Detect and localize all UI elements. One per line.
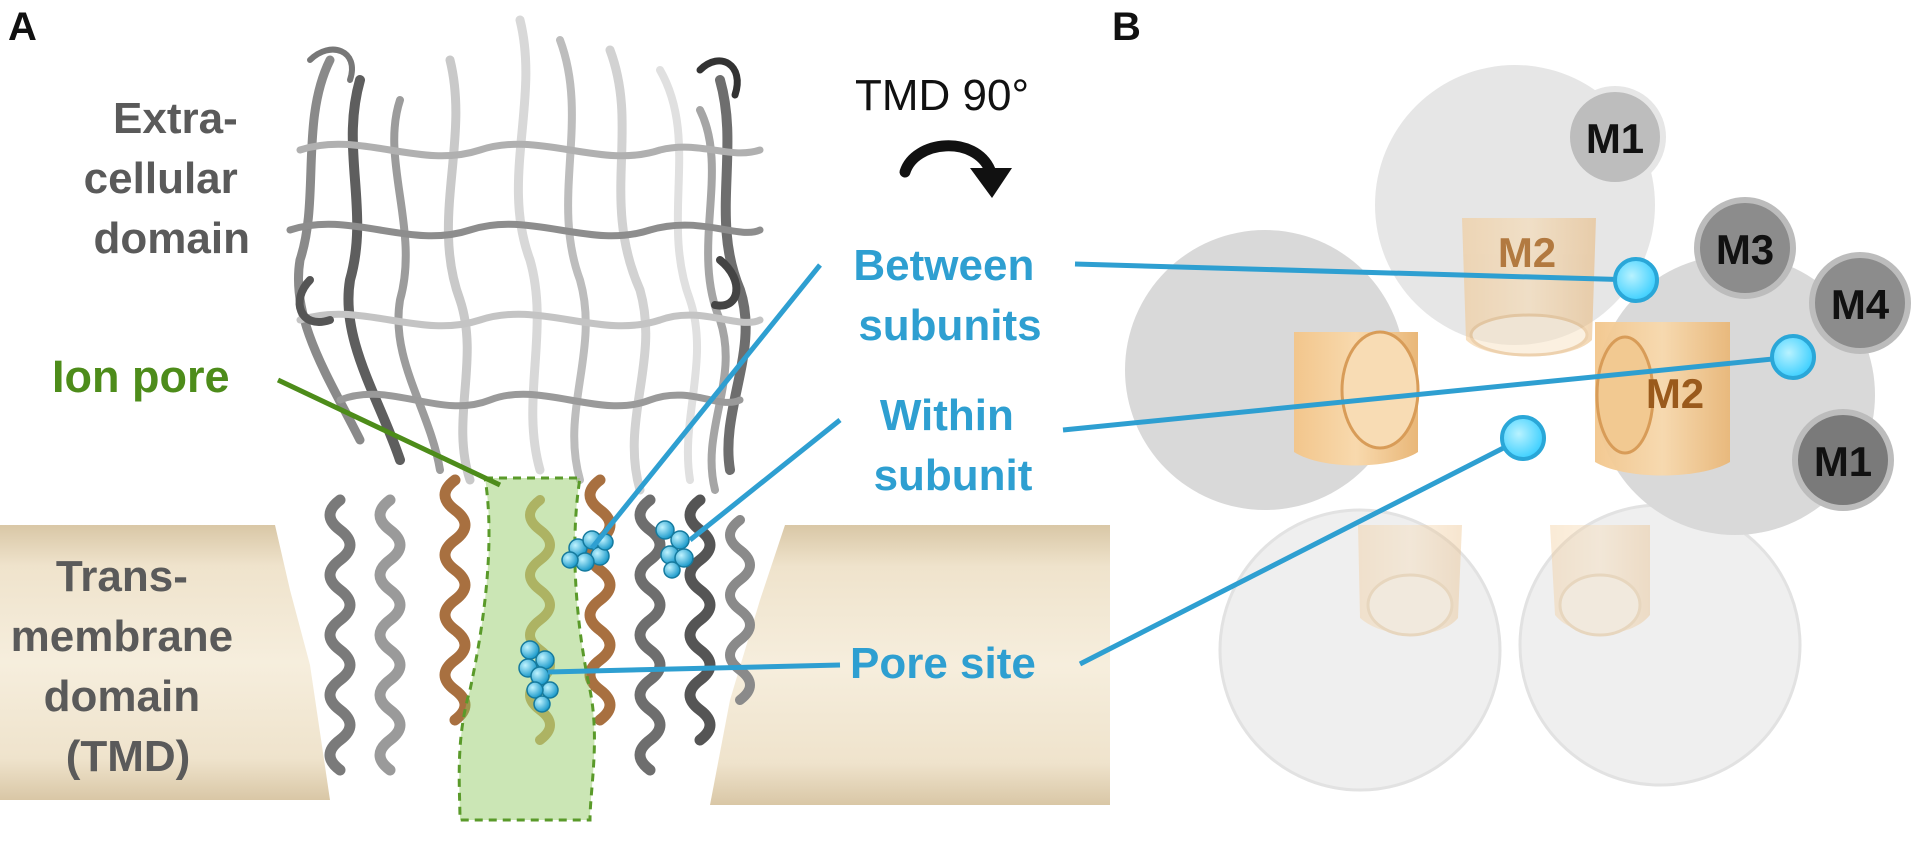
pore-site-callout-line (547, 662, 841, 675)
extracellular-domain-label: Extra- cellular domain (84, 94, 250, 263)
m1-top-helix (1564, 86, 1666, 188)
transmembrane-domain-label: Trans- membrane domain (TMD) (11, 552, 246, 781)
panel-b-letter: B (1112, 5, 1141, 49)
m2-right-cup (1595, 322, 1730, 476)
m1-right-helix (1792, 409, 1894, 511)
m2-faint-left (1358, 525, 1462, 637)
membrane-left (0, 525, 330, 800)
m2-faint-right (1550, 525, 1650, 637)
m2-top-label: M2 (1498, 229, 1556, 276)
panel-a: A (0, 5, 1110, 822)
ion-pore-label: Ion pore (52, 351, 230, 402)
extracellular-domain-structure (286, 15, 764, 495)
between-subunits-callout-line (590, 263, 822, 550)
m2-top-cup (1462, 218, 1596, 357)
within-subunit-pointer (1062, 354, 1794, 433)
m4-helix (1809, 252, 1911, 354)
pore-site (1500, 415, 1546, 461)
m2-right-label: M2 (1646, 370, 1704, 417)
membrane-right (710, 525, 1110, 805)
m1-top-label: M1 (1586, 115, 1644, 162)
within-subunit-callout-line (688, 418, 842, 542)
m1-right-label: M1 (1814, 438, 1872, 485)
panel-b: B M1 (1062, 5, 1911, 792)
between-subunits-label: Between subunits (853, 241, 1046, 350)
panel-a-letter: A (8, 5, 37, 49)
rotation-label: TMD 90° (855, 71, 1029, 120)
m3-helix (1694, 197, 1796, 299)
m3-label: M3 (1716, 226, 1774, 273)
transmembrane-helices (324, 474, 755, 776)
between-subunits-pointer (1074, 261, 1637, 283)
rotate-arrow-icon (899, 140, 996, 178)
ion-pore-callout-line (276, 377, 502, 488)
within-subunit-site (1770, 334, 1816, 380)
membrane (0, 525, 1110, 805)
rotate-arrowhead-icon (970, 168, 1012, 198)
pore-site-label: Pore site (850, 639, 1036, 688)
between-subunits-site (1613, 257, 1659, 303)
m4-label: M4 (1831, 281, 1890, 328)
site-clusters (518, 520, 694, 713)
pore-site-pointer (1078, 435, 1525, 667)
within-subunit-label: Within subunit (874, 391, 1033, 500)
